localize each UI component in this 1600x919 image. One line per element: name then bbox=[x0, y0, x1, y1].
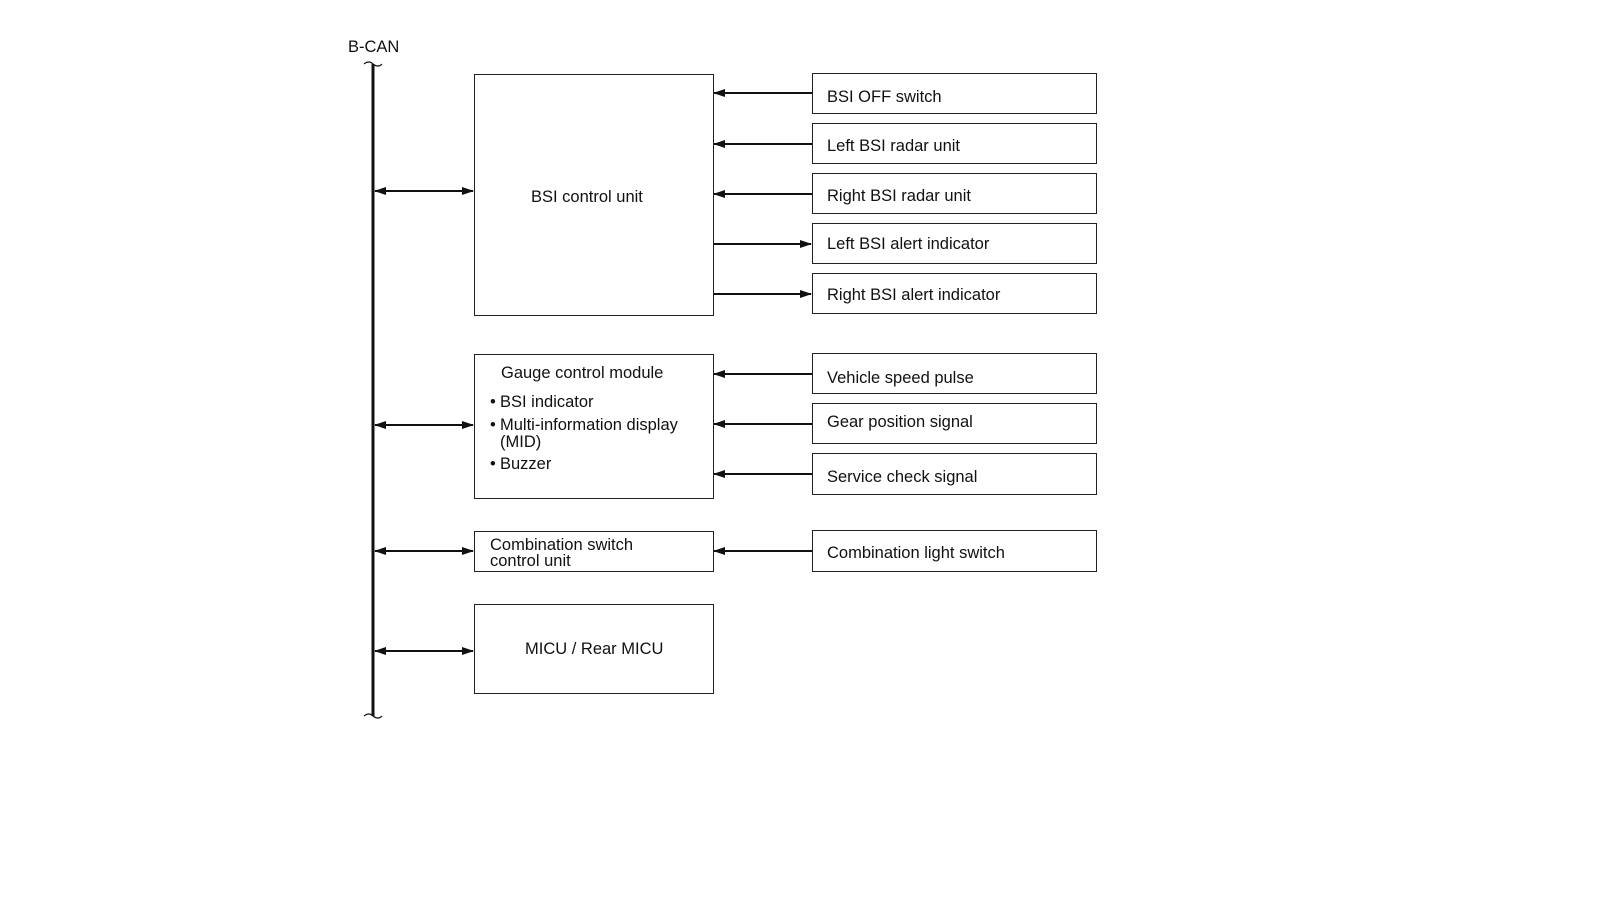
combination-switch-control-unit-box: Combination switch control unit bbox=[474, 531, 714, 572]
vehicle-speed-label: Vehicle speed pulse bbox=[827, 369, 974, 387]
gauge-control-module-title: Gauge control module bbox=[501, 364, 664, 382]
gauge-control-module-box: Gauge control module • BSI indicator • M… bbox=[474, 354, 714, 499]
left-alert-label: Left BSI alert indicator bbox=[827, 235, 990, 253]
micu-box: MICU / Rear MICU bbox=[474, 604, 714, 694]
combination-switch-label-line2: control unit bbox=[490, 552, 571, 570]
right-radar-box: Right BSI radar unit bbox=[812, 173, 1097, 214]
bsi-control-unit-label: BSI control unit bbox=[531, 188, 643, 206]
bus-break-bottom bbox=[363, 713, 383, 719]
gear-position-label: Gear position signal bbox=[827, 413, 973, 431]
bsi-off-switch-label: BSI OFF switch bbox=[827, 88, 942, 106]
left-radar-box: Left BSI radar unit bbox=[812, 123, 1097, 164]
left-radar-label: Left BSI radar unit bbox=[827, 137, 960, 155]
gauge-bullet-2: • bbox=[490, 416, 496, 434]
gauge-item-bsi-indicator: BSI indicator bbox=[500, 393, 594, 411]
bsi-control-unit-box: BSI control unit bbox=[474, 74, 714, 316]
service-check-label: Service check signal bbox=[827, 468, 978, 486]
left-alert-box: Left BSI alert indicator bbox=[812, 223, 1097, 264]
gauge-item-mid-abbrev: (MID) bbox=[500, 433, 542, 451]
gear-position-box: Gear position signal bbox=[812, 403, 1097, 444]
gauge-item-buzzer: Buzzer bbox=[500, 455, 552, 473]
combination-light-box: Combination light switch bbox=[812, 530, 1097, 572]
bsi-off-switch-box: BSI OFF switch bbox=[812, 73, 1097, 114]
combination-light-label: Combination light switch bbox=[827, 544, 1005, 562]
combination-switch-label-line1: Combination switch bbox=[490, 536, 634, 554]
gauge-item-mid: Multi-information display bbox=[500, 416, 678, 434]
gauge-bullet-3: • bbox=[490, 455, 496, 473]
bcan-label: B-CAN bbox=[348, 38, 400, 56]
service-check-box: Service check signal bbox=[812, 453, 1097, 495]
right-alert-label: Right BSI alert indicator bbox=[827, 286, 1001, 304]
right-radar-label: Right BSI radar unit bbox=[827, 187, 971, 205]
gauge-bullet-1: • bbox=[490, 393, 496, 411]
right-alert-box: Right BSI alert indicator bbox=[812, 273, 1097, 314]
vehicle-speed-box: Vehicle speed pulse bbox=[812, 353, 1097, 394]
bus-break-top bbox=[363, 61, 383, 67]
micu-label: MICU / Rear MICU bbox=[525, 640, 664, 658]
